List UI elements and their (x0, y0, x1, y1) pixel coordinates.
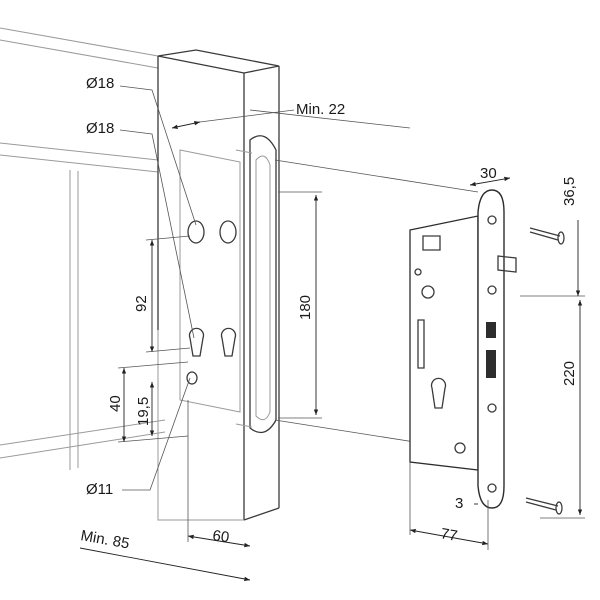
screw-top (529, 227, 565, 245)
label-36-5: 36,5 (561, 177, 578, 206)
label-220: 220 (561, 361, 578, 386)
label-40: 40 (107, 395, 124, 412)
label-30: 30 (480, 165, 497, 182)
label-dia18-top: Ø18 (86, 75, 114, 92)
label-77: 77 (439, 525, 458, 545)
label-180: 180 (297, 295, 314, 320)
label-3: 3 (455, 495, 463, 512)
label-60: 60 (211, 527, 230, 546)
label-dia11: Ø11 (86, 481, 113, 498)
gate-frame (0, 27, 280, 521)
label-92: 92 (133, 295, 150, 312)
label-19-5: 19,5 (135, 397, 152, 426)
label-dia18-mid: Ø18 (86, 120, 114, 137)
faceplate (477, 189, 505, 509)
label-min85: Min. 85 (79, 527, 130, 552)
mortise-lock (409, 189, 565, 515)
lock-case (409, 215, 479, 471)
label-min22: Min. 22 (296, 101, 345, 118)
cylinder-hole-top (187, 220, 237, 244)
cylinder-hole-keyway (186, 327, 237, 385)
dimensions (79, 85, 585, 582)
screw-bottom (525, 497, 563, 515)
